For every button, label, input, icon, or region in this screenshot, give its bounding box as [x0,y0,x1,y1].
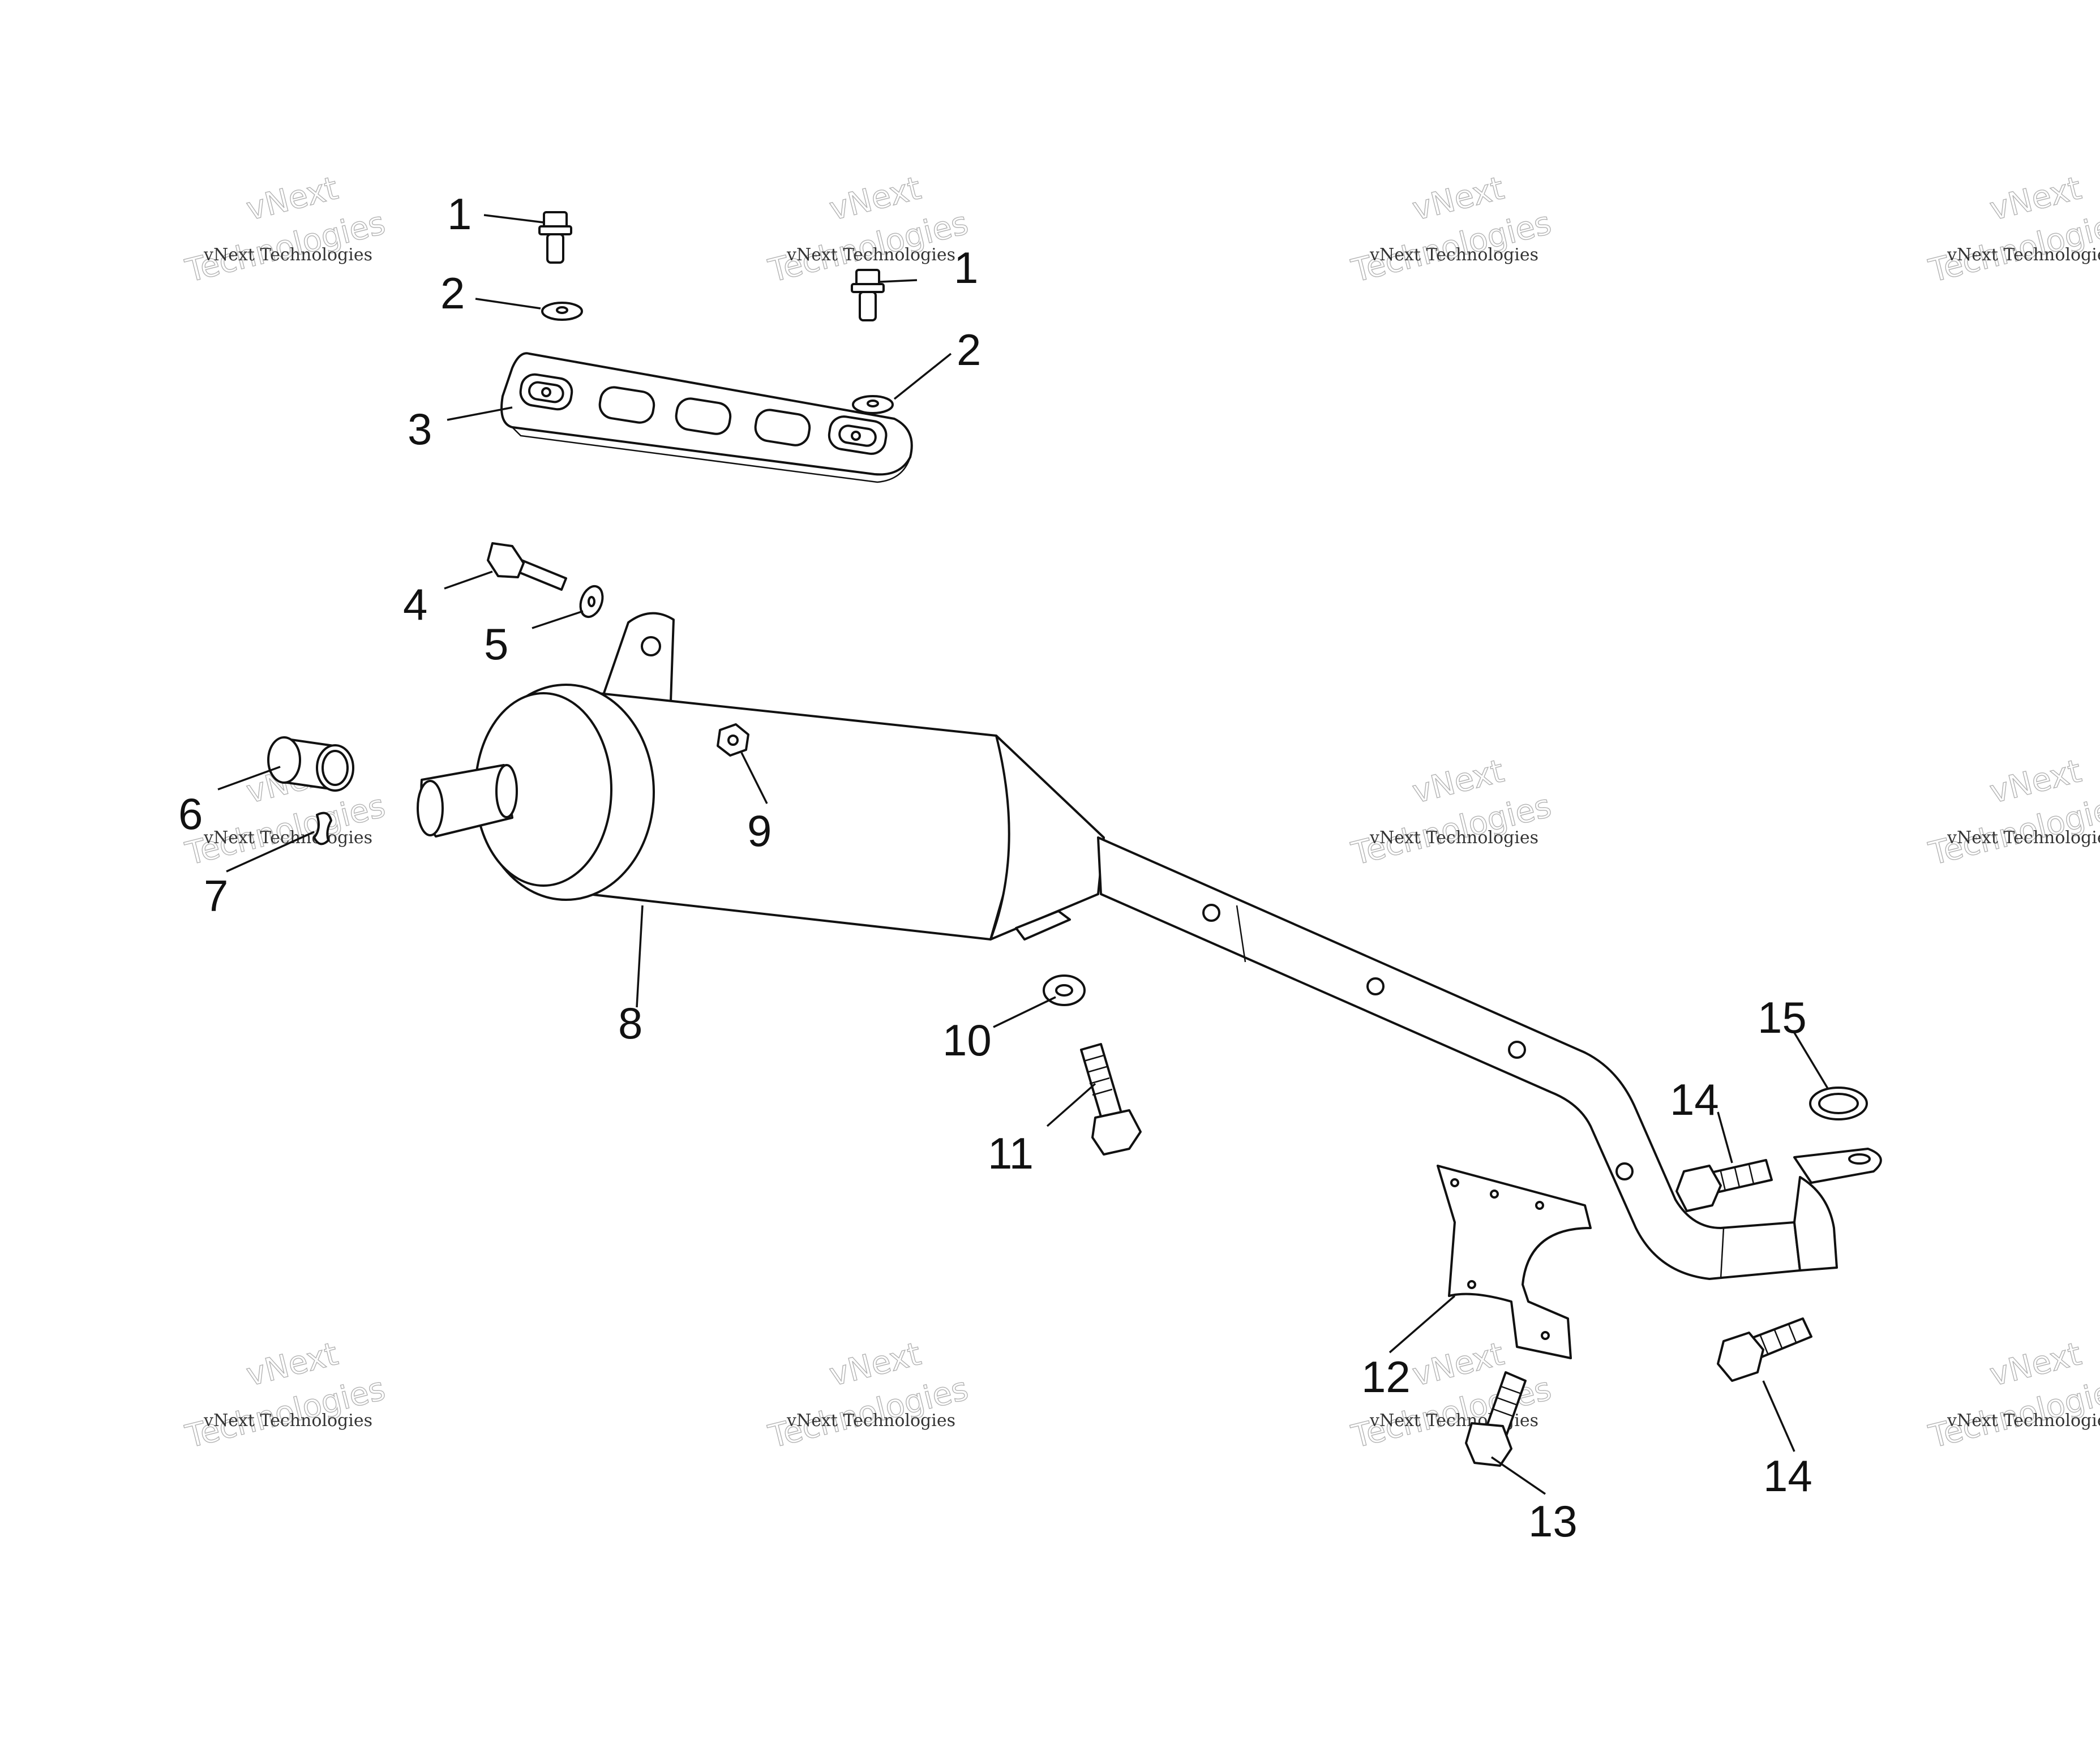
callout-13: 13 [1528,1496,1578,1546]
part-8-muffler [417,612,1105,941]
callout-14: 14 [1763,1451,1812,1501]
part-15-gasket [1809,1087,1868,1120]
part-1-bolt-left [538,211,572,264]
svg-text:vNext Technologies: vNext Technologies [203,245,372,265]
watermark: vNext Technologies vNext Technologies [1925,169,2100,290]
exhaust-header-pipe [1097,836,1882,1280]
part-2-washer-right [852,395,894,414]
callout-10: 10 [942,1015,992,1065]
svg-text:vNext Technologies: vNext Technologies [1947,1411,2100,1431]
watermark: vNext Technologies vNext Technologies [1925,752,2100,873]
part-11-bolt [1080,1043,1142,1156]
svg-text:vNext Technologies: vNext Technologies [1369,245,1538,265]
callout-11: 11 [988,1128,1034,1178]
watermark: vNext Technologies vNext Technologies [182,169,389,290]
part-1-bolt-right [851,269,885,321]
leader-lines [217,214,1829,1495]
part-4-bolt [487,542,567,591]
part-9-nut [717,723,749,757]
callouts: 1 1 2 2 3 4 5 6 7 8 9 10 11 12 13 14 14 … [178,189,1812,1546]
watermark: vNext Technologies vNext Technologies [182,1335,389,1455]
watermark: vNext Technologies vNext Technologies [765,1335,972,1455]
watermark: vNext Technologies vNext Technologies [1348,169,1555,290]
callout-14: 14 [1670,1075,1719,1124]
part-6-sleeve [267,736,354,792]
part-13-bolt [1465,1371,1527,1467]
callout-9: 9 [747,806,772,856]
callout-1: 1 [954,243,978,293]
svg-text:vNext Technologies: vNext Technologies [786,1411,955,1431]
part-12-bracket [1437,1165,1592,1359]
part-5-washer [579,585,604,619]
svg-text:vNext Technologies: vNext Technologies [203,1411,372,1431]
watermark: vNext Technologies vNext Technologies [1348,752,1555,873]
callout-5: 5 [484,619,508,669]
callout-4: 4 [403,579,427,629]
callout-1: 1 [447,189,472,239]
callout-3: 3 [408,404,432,454]
part-14-bolt-upper [1675,1159,1773,1212]
svg-text:vNext Technologies: vNext Technologies [1369,828,1538,848]
callout-2: 2 [957,325,981,375]
svg-text:vNext Technologies: vNext Technologies [786,245,955,265]
watermark: vNext Technologies vNext Technologies [1925,1335,2100,1455]
svg-text:vNext Technologies: vNext Technologies [1947,245,2100,265]
callout-7: 7 [204,871,228,921]
svg-text:vNext Technologies: vNext Technologies [1947,828,2100,848]
part-3-bracket-plate [500,352,913,483]
callout-6: 6 [178,789,203,839]
callout-12: 12 [1361,1352,1411,1402]
callout-2: 2 [440,268,465,318]
callout-15: 15 [1758,993,1807,1042]
part-14-bolt-lower [1717,1317,1812,1382]
part-2-washer-left [541,302,583,321]
callout-8: 8 [618,998,642,1048]
part-7-clip [313,811,332,845]
